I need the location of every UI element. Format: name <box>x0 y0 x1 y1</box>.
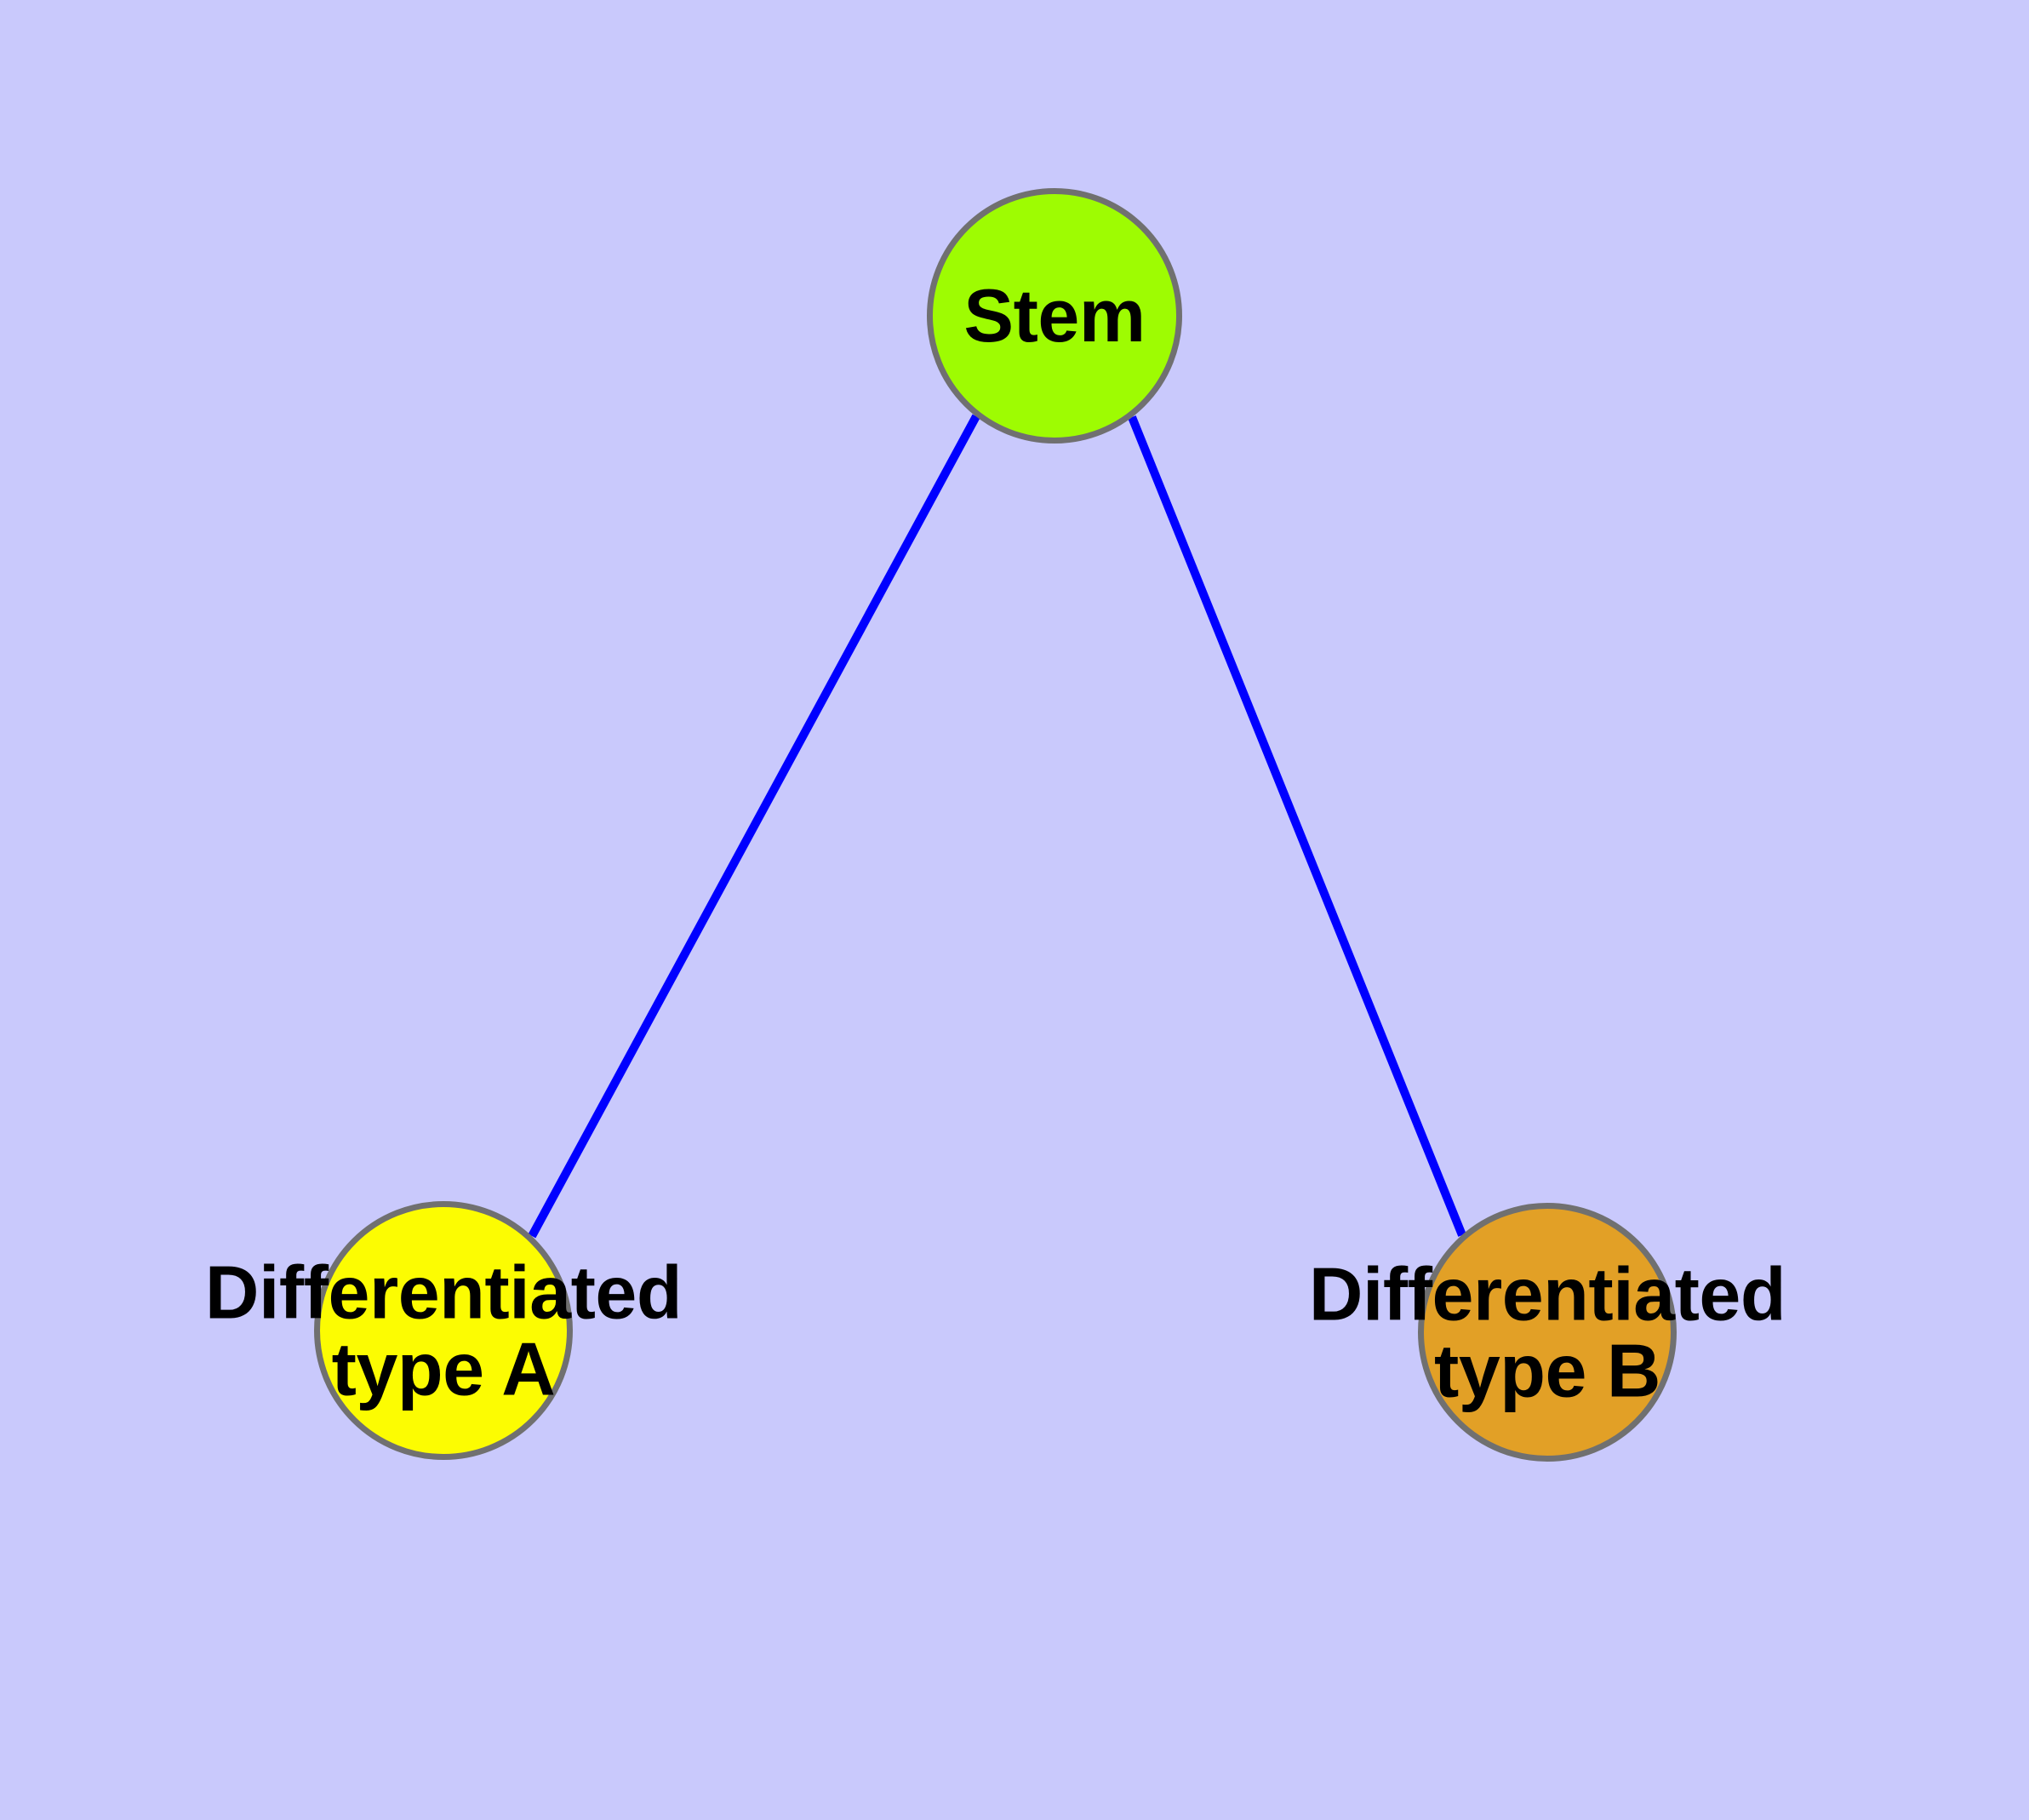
node-differentiated-type-b[interactable] <box>1418 1203 1677 1462</box>
node-differentiated-type-b-label-line2: type B <box>1434 1328 1660 1412</box>
edge-stem-to-differentiated-type-a <box>528 414 980 1239</box>
node-stem-label: Stem <box>963 278 1146 354</box>
node-differentiated-type-a-label-line1: Differentiated <box>204 1250 683 1335</box>
node-stem[interactable] <box>927 188 1182 444</box>
node-differentiated-type-a-label-line2: type A <box>331 1326 556 1411</box>
edge-stem-to-differentiated-type-b <box>1128 415 1466 1237</box>
node-differentiated-type-a[interactable] <box>314 1201 573 1460</box>
node-differentiated-type-b-label-line1: Differentiated <box>1308 1251 1786 1336</box>
node-stem-label-line1: Stem <box>963 273 1146 358</box>
